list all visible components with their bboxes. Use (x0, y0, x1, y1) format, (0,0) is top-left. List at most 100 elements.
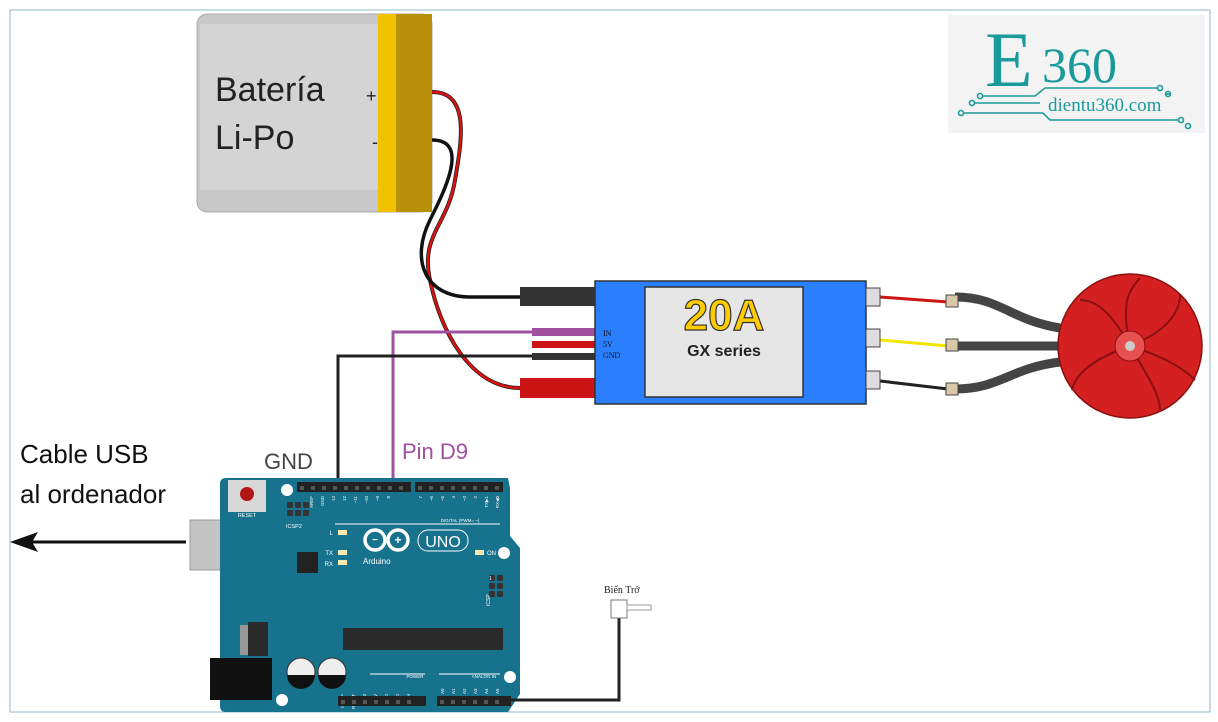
arduino-infinity-logo (363, 528, 410, 552)
battery-negative-wire (419, 138, 520, 299)
esc-series: GX series (687, 343, 761, 360)
battery-positive-wire (426, 90, 521, 390)
header-pin (489, 575, 495, 581)
usb-cable-label-line2: al ordenador (20, 479, 166, 509)
header-pin (497, 583, 503, 589)
battery-minus-label: - (372, 132, 378, 152)
arrow-left-icon (10, 532, 186, 552)
pin-label: ~5 (440, 496, 445, 502)
header-pin-hole (341, 700, 345, 704)
pin-label: 8 (386, 496, 391, 499)
header-pin-hole (374, 700, 378, 704)
header-pin-hole (399, 486, 403, 490)
esc-pin-in: IN (603, 329, 612, 338)
header-pin-hole (473, 486, 477, 490)
header-pin-hole (484, 486, 488, 490)
header-pin (497, 591, 503, 597)
header-pin-hole (495, 700, 499, 704)
esc-controller: 20A GX series IN 5V GND (594, 280, 867, 405)
header-pin-hole (385, 700, 389, 704)
pin-label: ~9 (375, 496, 380, 502)
header-pin-hole (418, 486, 422, 490)
header-pin-hole (451, 486, 455, 490)
pin-label: 2 (473, 496, 478, 499)
header-pin-hole (311, 486, 315, 490)
logo: E 360 dientu360.com (948, 15, 1205, 133)
header-pin-hole (363, 700, 367, 704)
potentiometer-label: Biến Trở (604, 585, 640, 596)
header-pin-hole (462, 486, 466, 490)
logo-e: E (985, 16, 1033, 103)
pin-label: 4 (451, 496, 456, 499)
header-pin-hole (484, 700, 488, 704)
led-l (338, 530, 347, 535)
digital-header-left (297, 482, 411, 492)
led-l-label: L (330, 531, 334, 537)
pin-label: TX▶1 (484, 496, 489, 508)
esc-pin-gnd: GND (603, 351, 621, 360)
header-pin-hole (495, 486, 499, 490)
header-pin (497, 575, 503, 581)
logo-circuit-traces (957, 84, 1192, 130)
header-pin-hole (300, 486, 304, 490)
reset-button-cap[interactable] (240, 487, 254, 501)
esc-signal-lead (532, 328, 596, 336)
frame (9, 9, 1211, 713)
header-pin (303, 502, 309, 508)
battery-positive-wire-outline (425, 90, 521, 390)
pin-label: ~10 (364, 496, 369, 504)
led-rx-label: RX (325, 562, 333, 568)
pin-label: A3 (473, 688, 478, 694)
voltage-regulator (248, 622, 268, 656)
icsp-header (489, 575, 503, 597)
icsp2-header (287, 502, 309, 516)
battery-plus-label: + (366, 86, 377, 106)
motor-leads (865, 287, 1061, 396)
analog-label: ANALOG IN (472, 674, 497, 679)
brand-label: Arduino (363, 557, 391, 566)
pin-label: RX◀0 (495, 496, 500, 509)
brushless-motor (1057, 273, 1203, 419)
microcontroller-chip (343, 628, 503, 650)
header-pin-hole (355, 486, 359, 490)
power-jack[interactable] (210, 658, 272, 700)
pin-label: 12 (342, 496, 347, 502)
icsp-pin1-label: 1 (489, 576, 492, 582)
header-pin-hole (333, 486, 337, 490)
header-pin-hole (451, 700, 455, 704)
header-pin-hole (344, 486, 348, 490)
header-pin-hole (440, 486, 444, 490)
pin-label: A5 (495, 688, 500, 694)
battery-label-line1: Batería (215, 71, 325, 109)
digital-header-right (415, 482, 503, 492)
potentiometer[interactable]: Biến Trở (505, 585, 652, 702)
pin-label: GND (320, 495, 325, 506)
header-pin (287, 502, 293, 508)
gnd-label: GND (264, 449, 313, 474)
model-label: UNO (425, 534, 461, 551)
led-tx (338, 550, 347, 555)
header-pin-hole (462, 700, 466, 704)
esc-5v-lead (532, 341, 596, 348)
header-pin-hole (322, 486, 326, 490)
usb-cable-label-line1: Cable USB (20, 439, 149, 469)
header-pin (295, 502, 301, 508)
svg-text:−: − (372, 535, 378, 546)
usb-chip (297, 552, 318, 573)
header-pin-hole (396, 700, 400, 704)
header-pin-hole (473, 700, 477, 704)
led-on-label: ON (487, 551, 496, 557)
pin-label: A4 (484, 688, 489, 694)
pin-label: 13 (331, 496, 336, 502)
pin-d9-signal-wire (391, 330, 532, 490)
pin-label: 7 (418, 496, 423, 499)
icsp-label: ICSP (486, 594, 492, 606)
power-label: POWER (406, 674, 424, 679)
esc-gnd-lead (532, 353, 596, 360)
pin-label: ~11 (353, 496, 358, 504)
pin-label: ~3 (462, 496, 467, 502)
